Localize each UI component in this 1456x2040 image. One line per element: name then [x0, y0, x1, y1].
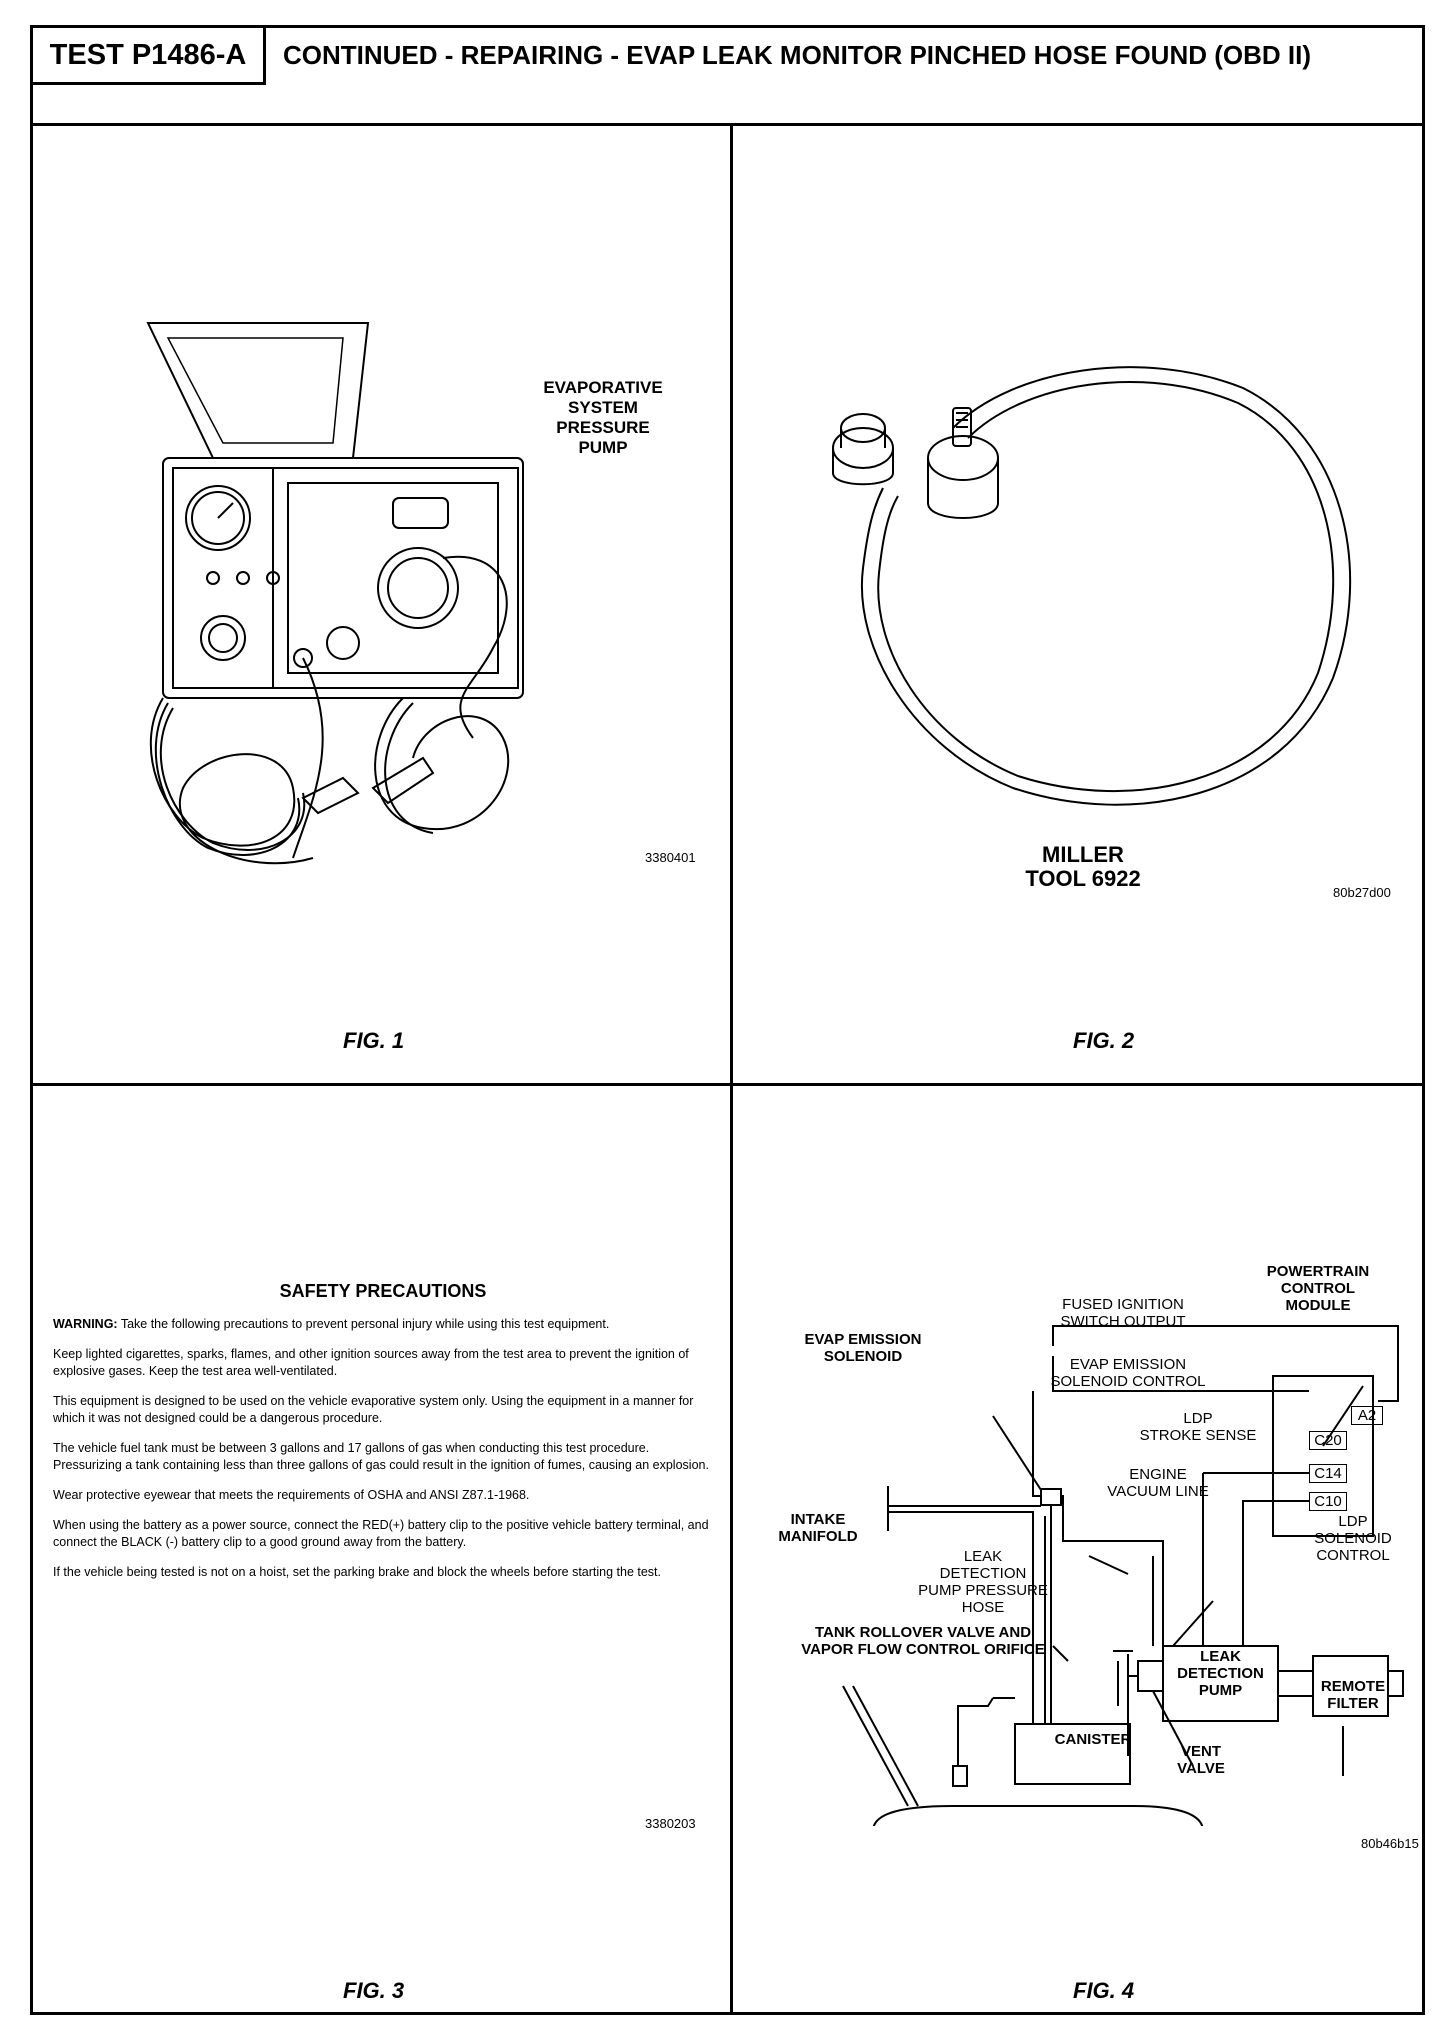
fig2-label-line: TOOL 6922: [1025, 866, 1141, 891]
evap-solenoid-label: EVAP EMISSION SOLENOID: [783, 1331, 943, 1365]
ldp-stroke-line: LDP: [1183, 1410, 1213, 1427]
pressure-pump-illustration: [146, 322, 524, 865]
fused-ignition-line: SWITCH OUTPUT: [1060, 1313, 1186, 1330]
vent-valve-line: VENT: [1180, 1743, 1221, 1760]
ldp-label-line: DETECTION: [1177, 1665, 1264, 1682]
safety-paragraph: When using the battery as a power source…: [53, 1518, 709, 1549]
fig1-code: 3380401: [645, 850, 696, 865]
fused-ignition-line: FUSED IGNITION: [1062, 1296, 1184, 1313]
safety-paragraph: This equipment is designed to be used on…: [53, 1394, 694, 1425]
fig1-label-line: EVAPORATIVE: [543, 378, 663, 397]
safety-precautions: SAFETY PRECAUTIONS WARNING: Take the fol…: [53, 1281, 713, 1594]
pin-c14: C14: [1309, 1464, 1347, 1483]
fig2-caption: FIG. 2: [1073, 1028, 1135, 1053]
warning-text: Take the following precautions to preven…: [117, 1317, 610, 1331]
fig4-code: 80b46b15: [1361, 1836, 1419, 1851]
pcm-label-line: POWERTRAIN: [1266, 1263, 1370, 1280]
evap-control-label: EVAP EMISSION SOLENOID CONTROL: [1013, 1356, 1243, 1390]
fig1-label: EVAPORATIVE SYSTEM PRESSURE PUMP: [503, 378, 703, 458]
miller-tool-illustration: [832, 366, 1352, 806]
test-id: TEST P1486-A: [33, 28, 266, 85]
safety-paragraph: Keep lighted cigarettes, sparks, flames,…: [53, 1347, 689, 1378]
fig1-label-line: SYSTEM: [568, 398, 638, 417]
evap-control-line: EVAP EMISSION: [1069, 1356, 1187, 1373]
ldp-solenoid-line: LDP: [1338, 1513, 1368, 1530]
ldp-solenoid-label: LDP SOLENOID CONTROL: [1303, 1513, 1403, 1564]
pcm-label: POWERTRAIN CONTROL MODULE: [1228, 1263, 1408, 1314]
engine-vacuum-line: VACUUM LINE: [1107, 1483, 1209, 1500]
pin-c10: C10: [1309, 1492, 1347, 1511]
ldp-label: LEAK DETECTION PUMP: [1163, 1648, 1278, 1699]
fused-ignition-label: FUSED IGNITION SWITCH OUTPUT: [1023, 1296, 1223, 1330]
fig2-label-line: MILLER: [1042, 842, 1124, 867]
row-divider: [33, 1083, 1422, 1086]
fig4-caption: FIG. 4: [1073, 1978, 1135, 2003]
ldp-label-line: LEAK: [1200, 1648, 1241, 1665]
evap-solenoid-line: EVAP EMISSION: [804, 1331, 922, 1348]
vent-valve-label: VENT VALVE: [1166, 1743, 1236, 1777]
diagnostic-page: TEST P1486-A CONTINUED - REPAIRING - EVA…: [30, 25, 1425, 2015]
fig1-caption: FIG. 1: [343, 1028, 405, 1053]
ldp-solenoid-line: CONTROL: [1316, 1547, 1390, 1564]
tank-rollover-line: VAPOR FLOW CONTROL ORIFICE: [801, 1641, 1045, 1658]
fig2-label: MILLER TOOL 6922: [983, 843, 1183, 891]
intake-manifold-line: MANIFOLD: [778, 1528, 858, 1545]
safety-paragraph: The vehicle fuel tank must be between 3 …: [53, 1441, 709, 1472]
remote-filter-line: REMOTE: [1320, 1678, 1386, 1695]
tank-rollover-label: TANK ROLLOVER VALVE AND VAPOR FLOW CONTR…: [773, 1624, 1073, 1658]
pin-c20: C20: [1309, 1431, 1347, 1450]
ldp-hose-line: LEAK: [963, 1548, 1003, 1565]
ldp-solenoid-line: SOLENOID: [1314, 1530, 1392, 1547]
fig3-caption: FIG. 3: [343, 1978, 405, 2003]
remote-filter-label: REMOTE FILTER: [1308, 1678, 1398, 1712]
page-title: CONTINUED - REPAIRING - EVAP LEAK MONITO…: [283, 40, 1312, 70]
engine-vacuum-label: ENGINE VACUUM LINE: [1083, 1466, 1233, 1500]
remote-filter-line: FILTER: [1327, 1695, 1379, 1712]
intake-manifold-label: INTAKE MANIFOLD: [763, 1511, 873, 1545]
ldp-hose-line: DETECTION: [939, 1565, 1027, 1582]
safety-paragraph: Wear protective eyewear that meets the r…: [53, 1488, 530, 1502]
header-row: TEST P1486-A CONTINUED - REPAIRING - EVA…: [33, 28, 1422, 126]
column-divider: [730, 123, 733, 2012]
evap-control-line: SOLENOID CONTROL: [1050, 1373, 1206, 1390]
ldp-stroke-label: LDP STROKE SENSE: [1138, 1410, 1258, 1444]
evap-system-diagram: [842, 1325, 1404, 1826]
safety-warning: WARNING: Take the following precautions …: [53, 1316, 713, 1333]
intake-manifold-line: INTAKE: [790, 1511, 846, 1528]
pcm-label-line: CONTROL: [1280, 1280, 1356, 1297]
warning-label: WARNING:: [53, 1317, 118, 1331]
pin-a2: A2: [1351, 1406, 1383, 1425]
safety-paragraph: If the vehicle being tested is not on a …: [53, 1565, 662, 1579]
ldp-stroke-line: STROKE SENSE: [1139, 1427, 1257, 1444]
ldp-hose-line: HOSE: [961, 1599, 1005, 1616]
tank-rollover-line: TANK ROLLOVER VALVE AND: [814, 1624, 1032, 1641]
fig1-label-line: PUMP: [578, 438, 628, 457]
ldp-hose-label: LEAK DETECTION PUMP PRESSURE HOSE: [913, 1548, 1053, 1616]
fig3-code: 3380203: [645, 1816, 696, 1831]
fig1-label-line: PRESSURE: [556, 418, 650, 437]
fig2-code: 80b27d00: [1333, 885, 1391, 900]
ldp-hose-line: PUMP PRESSURE: [918, 1582, 1048, 1599]
ldp-label-line: PUMP: [1198, 1682, 1243, 1699]
safety-title: SAFETY PRECAUTIONS: [279, 1281, 487, 1301]
engine-vacuum-line: ENGINE: [1129, 1466, 1187, 1483]
evap-solenoid-line: SOLENOID: [823, 1348, 903, 1365]
pcm-label-line: MODULE: [1285, 1297, 1351, 1314]
vent-valve-line: VALVE: [1177, 1760, 1225, 1777]
canister-label: CANISTER: [1054, 1731, 1132, 1748]
